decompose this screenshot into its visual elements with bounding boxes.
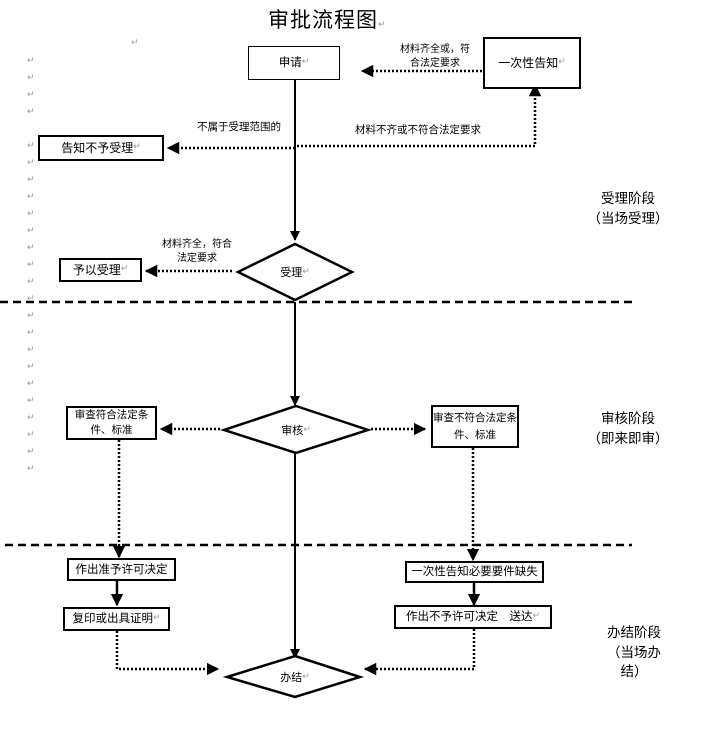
paragraph-mark: ↵	[27, 73, 35, 83]
paragraph-mark: ↵	[532, 611, 541, 622]
edge-label-text: 材料齐全或，符合法定要求	[400, 44, 470, 69]
stage-name: 审核阶段	[601, 411, 655, 427]
paragraph-mark: ↵	[27, 464, 35, 474]
paragraph-mark: ↵	[27, 90, 35, 100]
stage-sub: （当场受理）	[587, 210, 669, 227]
node-apply-label: 申请	[278, 55, 302, 70]
node-accept: 受理↵	[255, 262, 335, 282]
stage-name: 受理阶段	[601, 191, 655, 207]
paragraph-mark: ↵	[133, 142, 141, 153]
review-diamond	[219, 404, 373, 455]
node-notify-missing: 一次性告知必要要件缺失	[405, 561, 544, 583]
paragraph-mark: ↵	[131, 38, 139, 48]
paragraph-mark: ↵	[27, 447, 35, 457]
stage-accept: 受理阶段 （当场受理）	[578, 190, 678, 229]
paragraph-mark: ↵	[27, 294, 35, 304]
paragraph-mark: ↵	[27, 379, 35, 389]
edge-label-text: 材料不齐或不符合法定要求	[355, 124, 481, 136]
node-complete: 办结↵	[255, 667, 335, 687]
diagram-title: 审批流程图↵	[268, 4, 387, 34]
paragraph-mark: ↵	[27, 430, 35, 440]
node-apply: 申请↵	[248, 46, 340, 80]
node-notify-missing-label: 一次性告知必要要件缺失	[411, 564, 538, 579]
paragraph-mark: ↵	[27, 56, 35, 66]
paragraph-mark: ↵	[27, 345, 35, 355]
paragraph-mark: ↵	[27, 277, 35, 287]
node-complete-label: 办结	[280, 671, 303, 684]
paragraph-mark: ↵	[27, 328, 35, 338]
paragraph-mark: ↵	[27, 311, 35, 321]
edge-label-text: 不属于受理范围的	[197, 121, 281, 133]
stage-name: 办结阶段	[607, 625, 661, 641]
node-grant-license-label: 作出准予许可决定	[75, 561, 168, 576]
title-text: 审批流程图	[268, 8, 378, 32]
node-deny-license-label: 作出不予许可决定 送达	[405, 609, 533, 624]
paragraph-mark: ↵	[27, 362, 35, 372]
node-grant-accept: 予以受理↵	[59, 258, 142, 282]
paragraph-mark: ↵	[302, 672, 310, 682]
paragraph-mark: ↵	[27, 226, 35, 236]
paragraph-mark: ↵	[27, 158, 35, 168]
paragraph-mark: ↵	[302, 267, 310, 277]
paragraph-mark: ↵	[120, 264, 129, 275]
stage-sub: （当场办结）	[607, 644, 661, 681]
paragraph-mark: ↵	[27, 413, 35, 423]
edge-incomplete-to-notice	[297, 83, 542, 148]
paragraph-mark: ↵	[27, 260, 35, 270]
node-accept-label: 受理	[280, 266, 303, 279]
edge-label-materials-complete-or: 材料齐全或，符合法定要求	[396, 43, 474, 70]
edge-label-materials-complete: 材料齐全，符合法定要求	[158, 238, 236, 265]
edge-deny-to-complete	[363, 629, 476, 676]
complete-diamond	[222, 654, 365, 699]
paragraph-mark: ↵	[27, 192, 35, 202]
stage-complete: 办结阶段 （当场办结）	[598, 624, 670, 683]
node-grant-license: 作出准予许可决定	[67, 558, 176, 581]
node-one-time-notice: 一次性告知↵	[483, 37, 581, 89]
node-deny-license: 作出不予许可决定 送达↵	[394, 605, 552, 629]
node-review-label: 审核	[281, 424, 304, 437]
node-review: 审核↵	[256, 420, 336, 440]
node-notify-reject: 告知不予受理↵	[38, 135, 164, 161]
paragraph-mark: ↵	[378, 20, 387, 30]
node-review-pass: 审查符合法定条件、标准	[66, 406, 157, 440]
paragraph-mark: ↵	[558, 57, 566, 68]
accept-diamond	[235, 242, 355, 302]
node-notify-reject-label: 告知不予受理	[61, 141, 134, 155]
node-copy-certificate-label: 复印或出具证明	[72, 611, 153, 626]
paragraph-mark: ↵	[27, 107, 35, 117]
paragraph-mark: ↵	[27, 175, 35, 185]
edge-label-materials-incomplete: 材料不齐或不符合法定要求	[333, 123, 503, 137]
stage-review: 审核阶段 （即来即审）	[578, 410, 678, 449]
edge-label-not-in-scope: 不属于受理范围的	[189, 120, 289, 134]
paragraph-mark: ↵	[27, 396, 35, 406]
edge-label-text: 材料齐全，符合法定要求	[162, 239, 232, 264]
paragraph-mark: ↵	[303, 425, 311, 435]
node-one-time-notice-label: 一次性告知	[498, 56, 559, 70]
paragraph-mark: ↵	[27, 243, 35, 253]
node-review-pass-label: 审查符合法定条件、标准	[74, 409, 149, 436]
paragraph-mark: ↵	[301, 57, 310, 68]
node-review-fail-label: 审查不符合法定条件、标准	[433, 411, 517, 441]
paragraph-mark: ↵	[152, 613, 161, 624]
paragraph-mark: ↵	[27, 209, 35, 219]
node-copy-certificate: 复印或出具证明↵	[63, 607, 170, 631]
edge-copy-to-complete	[115, 631, 220, 676]
node-review-fail: 审查不符合法定条件、标准	[431, 405, 519, 448]
node-grant-accept-label: 予以受理	[72, 263, 121, 277]
stage-sub: （即来即审）	[587, 430, 669, 447]
paragraph-mark: ↵	[27, 141, 35, 151]
